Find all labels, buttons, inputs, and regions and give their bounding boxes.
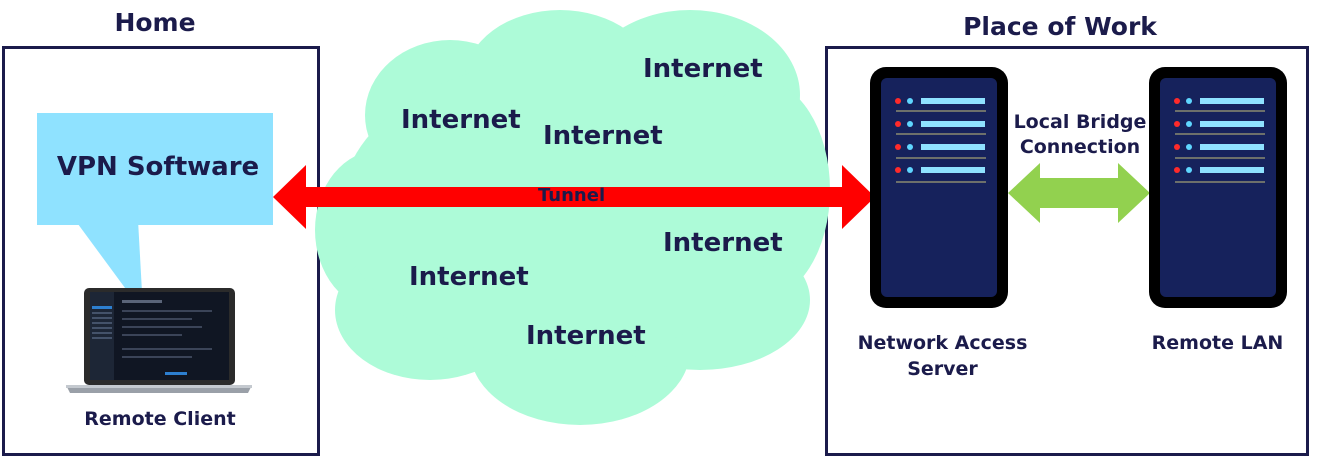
internet-label-2: Internet	[401, 105, 521, 135]
vpn-software-box	[37, 113, 273, 225]
tunnel-arrow	[273, 165, 875, 229]
internet-label-4: Internet	[663, 228, 783, 258]
home-title: Home	[114, 8, 196, 37]
laptop-icon	[66, 288, 252, 393]
vpn-software-label: VPN Software	[56, 152, 260, 182]
remote-lan-server-icon	[1149, 67, 1287, 308]
bridge-label-line2: Connection	[1019, 136, 1141, 158]
remote-client-label: Remote Client	[84, 408, 236, 430]
nas-label-line1: Network Access	[857, 332, 1028, 354]
tunnel-label: Tunnel	[538, 185, 606, 206]
bridge-label-line1: Local Bridge	[1013, 111, 1147, 133]
network-access-server-icon	[870, 67, 1008, 308]
work-title: Place of Work	[963, 12, 1157, 41]
vpn-callout-tail	[75, 220, 142, 292]
internet-label-1: Internet	[643, 54, 763, 84]
internet-label-6: Internet	[526, 321, 646, 351]
internet-label-5: Internet	[409, 262, 529, 292]
bridge-arrow	[1008, 163, 1150, 223]
remote-lan-label: Remote LAN	[1151, 332, 1284, 354]
internet-label-3: Internet	[543, 121, 663, 151]
nas-label-line2: Server	[907, 358, 978, 380]
